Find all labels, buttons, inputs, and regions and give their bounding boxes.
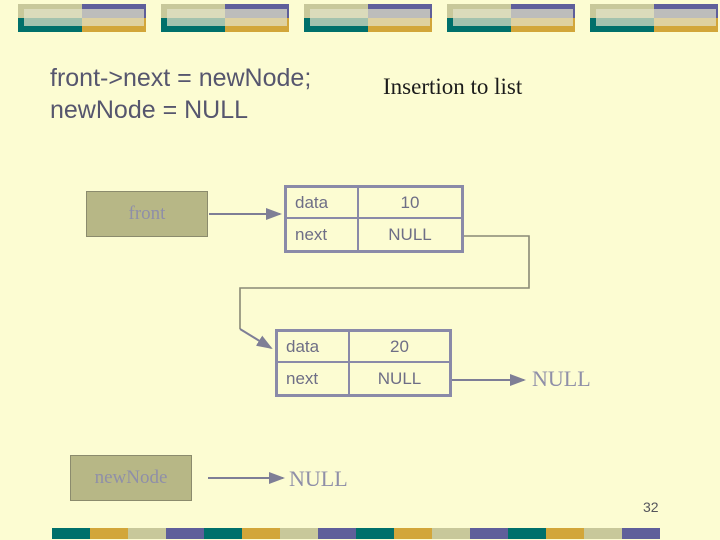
node2-data-value: 20 — [390, 336, 409, 356]
pointer-box-front-label: front — [128, 203, 166, 224]
bottom-decorative-band — [0, 528, 720, 540]
decor-segment — [166, 528, 204, 539]
decor-segment — [242, 528, 280, 539]
decor-block — [590, 4, 718, 32]
decor-segment — [52, 528, 90, 539]
decor-block — [447, 4, 575, 32]
decor-segment — [318, 528, 356, 539]
decor-segment — [508, 528, 546, 539]
pointer-box-front[interactable]: front — [86, 191, 208, 237]
pointer-box-newnode-label: newNode — [94, 467, 168, 488]
node1-next-value: NULL — [388, 224, 432, 244]
null-label-after-newnode: NULL — [289, 466, 348, 491]
null-label-after-node2: NULL — [532, 366, 591, 391]
list-node-1[interactable]: data 10 next NULL — [284, 185, 464, 253]
page-title: Insertion to list — [383, 74, 523, 99]
decor-segment — [622, 528, 660, 539]
node2-next-label: next — [278, 363, 350, 394]
code-snippet-text: front->next = newNode; newNode = NULL — [50, 64, 312, 124]
node-row: next NULL — [278, 363, 449, 394]
node-row: data 10 — [287, 188, 461, 219]
node2-data-label: data — [278, 332, 350, 361]
top-decorative-band — [0, 0, 720, 40]
decor-segment — [470, 528, 508, 539]
node1-next-label: next — [287, 219, 359, 250]
decor-segment — [394, 528, 432, 539]
decor-overlay — [310, 9, 430, 26]
node2-next-value: NULL — [377, 368, 422, 388]
node-row: next NULL — [287, 219, 461, 250]
list-node-2[interactable]: data 20 next NULL — [275, 329, 452, 397]
decor-overlay — [167, 9, 287, 26]
decor-segment — [90, 528, 128, 539]
node-row: data 20 — [278, 332, 449, 363]
decor-segment — [432, 528, 470, 539]
decor-block — [304, 4, 432, 32]
decor-segment — [356, 528, 394, 539]
pointer-box-newnode[interactable]: newNode — [70, 455, 192, 501]
decor-segment — [280, 528, 318, 539]
decor-block — [161, 4, 289, 32]
decor-overlay — [453, 9, 573, 26]
node1-data-label: data — [287, 188, 359, 217]
decor-segment — [204, 528, 242, 539]
decor-overlay — [24, 9, 144, 26]
page-number: 32 — [643, 499, 659, 515]
decor-segment — [546, 528, 584, 539]
decor-overlay — [596, 9, 716, 26]
node1-data-value: 10 — [400, 192, 420, 212]
decor-segment — [128, 528, 166, 539]
arrow-into-node2 — [239, 328, 273, 350]
decor-block — [18, 4, 146, 32]
decor-segment — [584, 528, 622, 539]
